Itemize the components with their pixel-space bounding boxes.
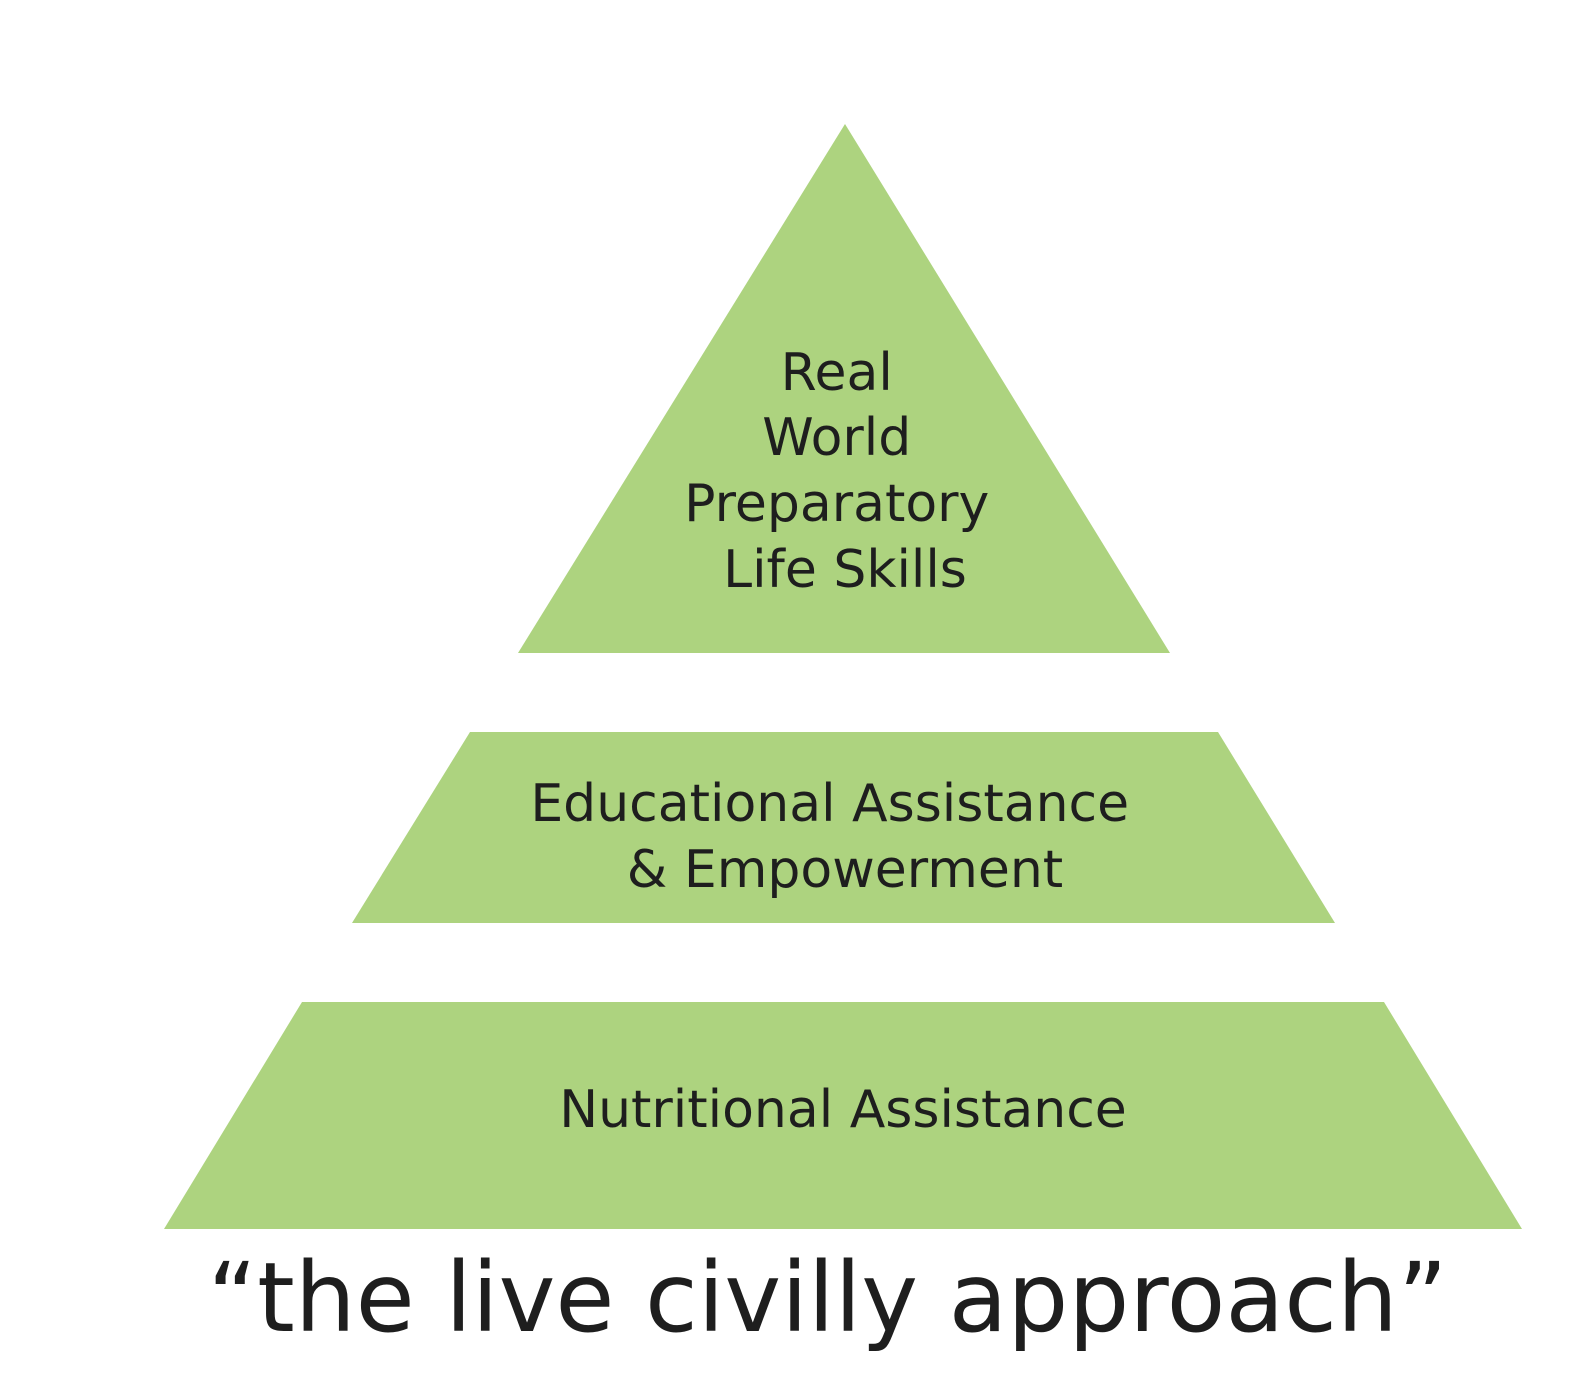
pyramid-tier-bottom: Nutritional Assistance xyxy=(164,1002,1522,1229)
tier-top-line: Preparatory xyxy=(684,474,989,534)
tier-bottom-label: Nutritional Assistance xyxy=(559,1080,1127,1140)
tier-bottom-line: Nutritional Assistance xyxy=(559,1080,1127,1140)
tier-top-label: Real World Preparatory Life Skills xyxy=(684,343,1006,600)
tier-top-line: World xyxy=(762,408,911,468)
tier-middle-shape xyxy=(352,732,1335,923)
tier-top-line: Life Skills xyxy=(723,540,967,600)
tier-middle-line: & Empowerment xyxy=(627,840,1063,900)
tier-middle-line: Educational Assistance xyxy=(530,774,1129,834)
pyramid-tier-middle: Educational Assistance & Empowerment xyxy=(352,732,1335,923)
tier-bottom-shape xyxy=(164,1002,1522,1229)
pyramid-tier-top: Real World Preparatory Life Skills xyxy=(518,124,1170,653)
tier-top-line: Real xyxy=(781,343,893,403)
tier-middle-label: Educational Assistance & Empowerment xyxy=(530,774,1145,900)
approach-caption: “the live civilly approach” xyxy=(207,1242,1448,1354)
tier-top-shape xyxy=(518,124,1170,653)
